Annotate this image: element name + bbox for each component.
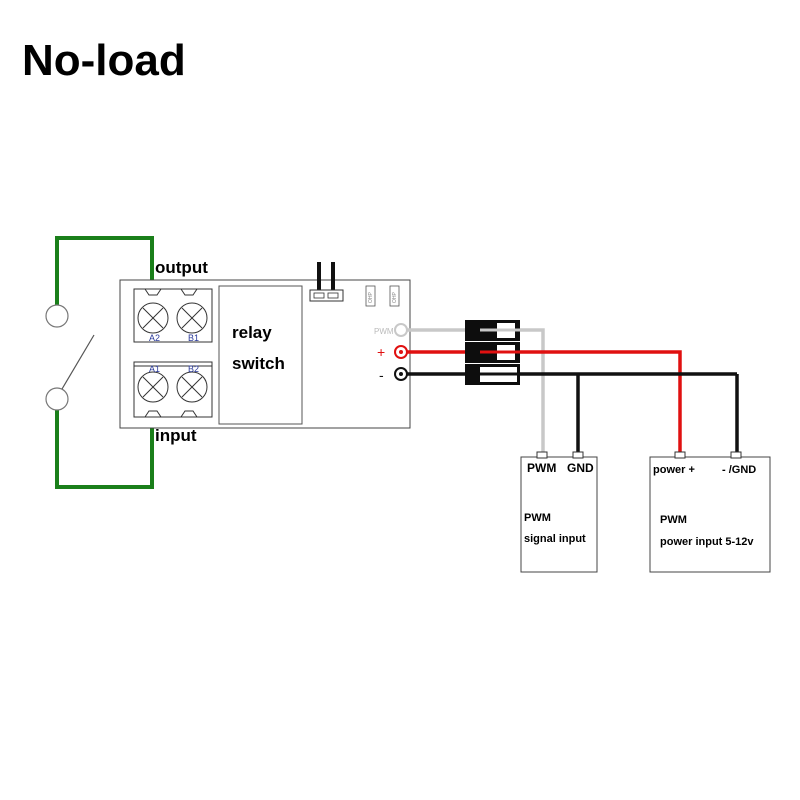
led-label: OHP (368, 292, 374, 304)
header-pin-minus-dot (399, 372, 403, 376)
signal-pin-gnd: GND (567, 461, 594, 475)
signal-module-title: PWM (524, 512, 551, 524)
signal-pin-pwm: PWM (527, 461, 556, 475)
signal-input-module: PWM GND PWM signal input (520, 451, 598, 573)
load-circuit (45, 236, 154, 489)
power-pin-plus: power + (653, 464, 695, 476)
relay-board: A2 B1 A1 B2 output input relay switch (119, 258, 411, 445)
power-input-module: power + - /GND PWM power input 5-12v (649, 451, 771, 573)
header-pwm-label: PWM (374, 327, 394, 336)
input-load-wire (55, 410, 154, 489)
led-label: OHP (392, 292, 398, 304)
header-pin-plus-dot (399, 350, 403, 354)
switch-contact-top (45, 304, 69, 328)
switch-lever (61, 334, 95, 390)
led-indicator: OHP (389, 285, 400, 307)
output-load-wire (55, 236, 154, 305)
input-label: input (155, 426, 197, 445)
pin-label-a2: A2 (149, 333, 160, 343)
signal-module-box (520, 456, 598, 573)
output-label: output (155, 258, 208, 277)
terminal-block-top: A2 B1 (133, 288, 213, 343)
pin-label-a1: A1 (149, 364, 160, 374)
relay-component (218, 285, 303, 425)
header-pin-pwm (394, 323, 408, 337)
header-plus-label: + (377, 344, 385, 360)
power-module-box (649, 456, 771, 573)
relay-label: relay (232, 323, 272, 342)
power-module-subtitle: power input 5-12v (660, 536, 754, 548)
jumper-header (309, 262, 344, 302)
switch-label: switch (232, 354, 285, 373)
power-module-title: PWM (660, 514, 687, 526)
page-title: No-load (22, 36, 186, 85)
pin-label-b1: B1 (188, 333, 199, 343)
switch-contact-bottom (45, 387, 69, 411)
led-indicator: OHP (365, 285, 376, 307)
plus-wire (401, 350, 682, 457)
pin-label-b2: B2 (188, 364, 199, 374)
power-pin-minus: - /GND (722, 464, 756, 476)
header-minus-label: - (379, 367, 384, 383)
terminal-block-bottom: A1 B2 (133, 361, 213, 418)
signal-module-subtitle: signal input (524, 533, 586, 545)
dupont-connector (465, 320, 543, 385)
signal-wires (401, 328, 739, 457)
